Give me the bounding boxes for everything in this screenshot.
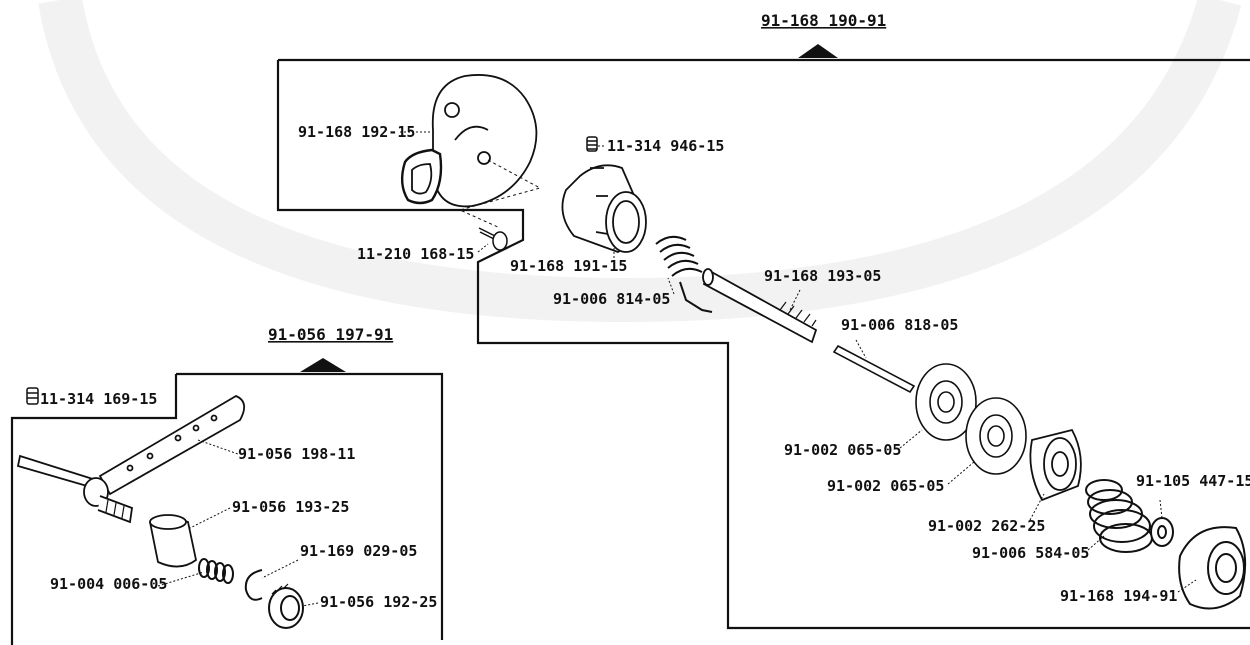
part-label-p9: 91-002 065-05 [827, 477, 944, 495]
part-label-p1: 91-168 192-15 [298, 123, 415, 141]
leader-line [197, 439, 239, 455]
lever-part-drawing [16, 394, 246, 524]
part-label-p12: 91-006 584-05 [972, 544, 1089, 562]
spring-part-drawing [655, 235, 713, 313]
housing-part-drawing [561, 164, 647, 253]
bushing-part-drawing [148, 514, 197, 568]
lower-assembly-number: 91-056 197-91 [268, 325, 393, 344]
knob-lower-part-drawing [268, 583, 304, 629]
leader-lines [157, 145, 1197, 607]
part-label-p15: 91-056 198-11 [238, 445, 355, 463]
plate-part-drawing [400, 74, 538, 208]
part-label-p8: 91-002 065-05 [784, 441, 901, 459]
disc-part-drawing-2 [965, 397, 1027, 475]
watermark-arc [38, 0, 1242, 323]
assembly-dash [458, 159, 542, 229]
conical-spring-part-drawing [1085, 479, 1153, 553]
lower-assembly-outline-left [10, 374, 178, 645]
lower-assembly-marker [300, 358, 346, 372]
main-assembly-number: 91-168 190-91 [761, 11, 886, 30]
part-label-p17: 91-169 029-05 [300, 542, 417, 560]
setscrew-lower-part-drawing [26, 387, 39, 405]
part-label-p16: 91-056 193-25 [232, 498, 349, 516]
clip-part-drawing [244, 569, 263, 601]
part-label-p4: 91-168 191-15 [510, 257, 627, 275]
part-label-p2: 11-314 946-15 [607, 137, 724, 155]
setscrew-part-drawing [586, 136, 598, 152]
knob-part-drawing [1178, 526, 1247, 610]
part-label-p3: 11-210 168-15 [357, 245, 474, 263]
part-label-p18: 91-004 006-05 [50, 575, 167, 593]
spring-lower-part-drawing [198, 558, 234, 584]
part-label-p13: 91-168 194-91 [1060, 587, 1177, 605]
nut-part-drawing [1029, 428, 1082, 502]
part-label-p7: 91-006 818-05 [841, 316, 958, 334]
part-label-p19: 91-056 192-25 [320, 593, 437, 611]
disc-part-drawing-1 [915, 363, 977, 441]
part-label-p11: 91-105 447-15 [1136, 472, 1250, 490]
main-assembly-marker [798, 44, 838, 58]
lower-assembly-outline [176, 372, 444, 640]
part-label-p10: 91-002 262-25 [928, 517, 1045, 535]
screw-part-drawing [478, 227, 508, 251]
pin-part-drawing [832, 344, 916, 394]
part-label-p14: 11-314 169-15 [40, 390, 157, 408]
washer-part-drawing [1150, 517, 1174, 547]
part-label-p6: 91-168 193-05 [764, 267, 881, 285]
shaft-part-drawing [702, 268, 818, 344]
main-assembly-outline-left [276, 60, 1250, 630]
part-label-p5: 91-006 814-05 [553, 290, 670, 308]
